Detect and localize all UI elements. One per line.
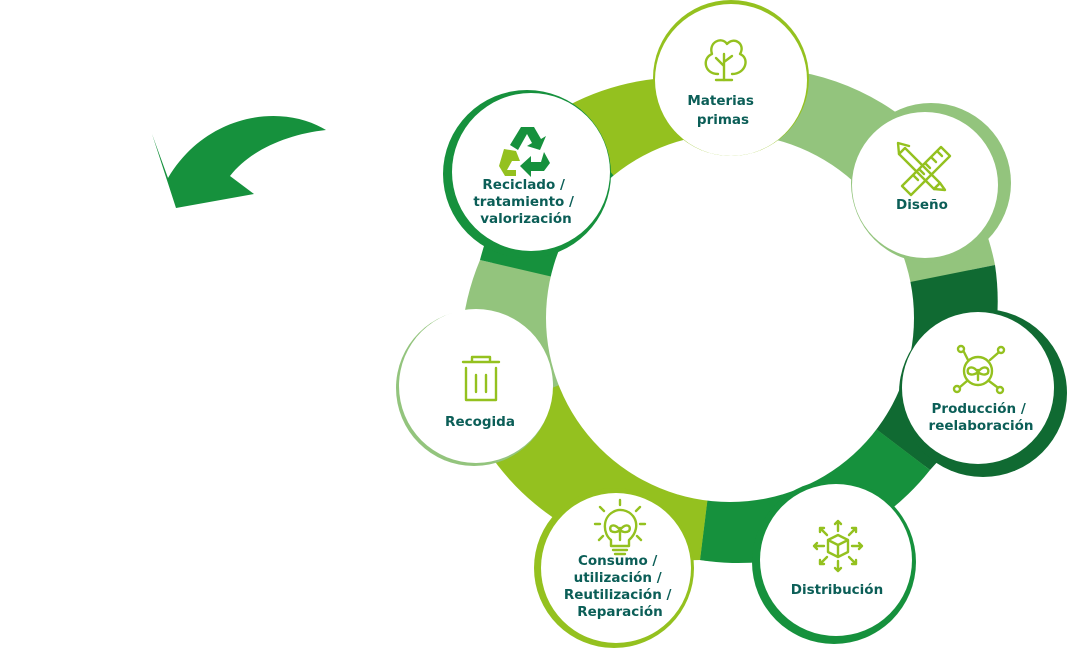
label-distribucion: Distribución xyxy=(791,582,883,598)
node-labels: Materias primas Diseño Producción / reel… xyxy=(445,93,1033,620)
curved-arrow-icon xyxy=(152,115,326,208)
label-diseno: Diseño xyxy=(896,197,948,213)
tree-icon xyxy=(704,39,747,82)
label-recogida: Recogida xyxy=(445,414,515,430)
sprout-network-icon xyxy=(952,344,1006,395)
label-reciclado: Reciclado / tratamiento / valorización xyxy=(473,177,578,227)
recycle-icon xyxy=(499,127,550,177)
label-materias-primas: Materias primas xyxy=(687,93,758,128)
pencil-ruler-icon xyxy=(896,141,952,197)
lightbulb-leaf-icon xyxy=(593,498,647,556)
label-produccion: Producción / reelaboración xyxy=(929,401,1034,434)
box-arrows-icon xyxy=(812,519,864,573)
trash-bin-icon xyxy=(461,355,501,402)
label-consumo: Consumo / utilización / Reutilización / … xyxy=(564,553,676,620)
